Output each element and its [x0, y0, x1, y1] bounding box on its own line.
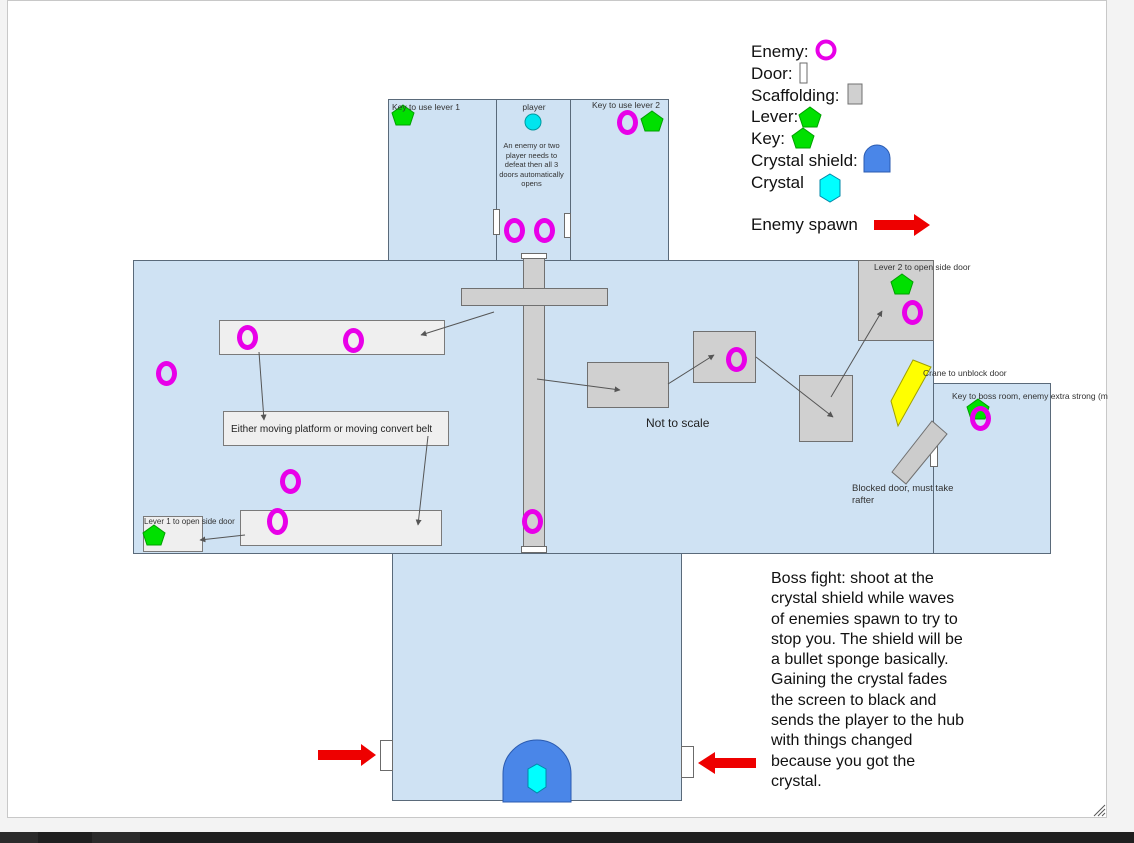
key-boss-label: Key to boss room, enemy extra strong (m	[952, 391, 1108, 401]
crane-shape	[890, 359, 932, 428]
lever2-label: Lever 2 to open side door	[874, 262, 971, 272]
enemy	[156, 361, 177, 386]
legend-lever-label: Lever:	[751, 107, 799, 126]
enemy	[617, 110, 638, 135]
enemy	[522, 509, 543, 534]
resize-grip-icon	[1093, 804, 1106, 817]
key-lever1-pentagon	[391, 104, 415, 126]
legend-crystal-label: Crystal	[751, 173, 804, 192]
boss-right-door	[681, 746, 694, 778]
legend-enemy-spawn-label: Enemy spawn	[751, 215, 858, 234]
lever1-box	[143, 516, 203, 552]
top-left-door	[493, 209, 500, 235]
key-room	[933, 383, 1051, 554]
defeat-note: An enemy or two player needs to defeat t…	[499, 141, 564, 189]
not-to-scale-label: Not to scale	[646, 416, 710, 430]
pillar-bottom-door	[521, 546, 547, 553]
legend-crystal-shield-icon	[863, 144, 891, 173]
player-label: player	[522, 102, 546, 112]
enemy	[280, 469, 301, 494]
top-right-door	[564, 213, 571, 238]
enemy	[970, 406, 991, 431]
enemy	[726, 347, 747, 372]
legend-enemy-label: Enemy:	[751, 42, 809, 61]
moving-platform-note: Either moving platform or moving convert…	[231, 424, 433, 435]
legend-crystal-shield-label: Crystal shield:	[751, 151, 858, 170]
enemy	[534, 218, 555, 243]
legend-crystal-icon	[819, 173, 841, 203]
enemy	[504, 218, 525, 243]
enemy	[267, 508, 288, 535]
scaffold-platform-1	[587, 362, 669, 408]
scaffold-platform-3	[799, 375, 853, 442]
boss-fight-note: Boss fight: shoot at the crystal shield …	[771, 570, 965, 790]
lever2-alcove	[858, 260, 934, 341]
legend-scaffolding-icon	[847, 83, 863, 105]
crystal-shape	[527, 763, 547, 794]
crane-label: Crane to unblock door	[923, 368, 1007, 378]
lever1-pentagon	[142, 524, 166, 546]
legend-door-icon	[799, 62, 808, 84]
enemy	[237, 325, 258, 350]
legend-scaffolding-label: Scaffolding:	[751, 86, 840, 105]
player-icon	[524, 113, 542, 131]
pillar-top-door	[521, 253, 547, 259]
key-lever2-pentagon	[640, 110, 664, 132]
legend-door-label: Door:	[751, 64, 793, 83]
spawn-arrow-left	[318, 744, 376, 766]
legend-key-icon	[791, 127, 815, 149]
legend-enemy-icon	[815, 39, 837, 61]
lever2-pentagon	[890, 273, 914, 295]
legend-key-label: Key:	[751, 129, 786, 148]
boss-left-door	[380, 740, 393, 771]
enemy	[343, 328, 364, 353]
key-lever1-label: Key to use lever 1	[392, 102, 461, 112]
cross-beam	[461, 288, 608, 306]
lever1-label: Lever 1 to open side door	[144, 517, 235, 526]
key-lever2-label: Key to use lever 2	[592, 100, 661, 110]
legend-spawn-arrow	[874, 214, 930, 236]
legend-lever-icon	[798, 106, 822, 128]
spawn-arrow-right	[698, 752, 756, 774]
taskbar	[0, 832, 1134, 843]
enemy	[902, 300, 923, 325]
blocked-door-label: Blocked door, must take rafter	[852, 483, 954, 506]
top-left-room	[388, 99, 497, 261]
rafter-shape	[891, 420, 948, 485]
